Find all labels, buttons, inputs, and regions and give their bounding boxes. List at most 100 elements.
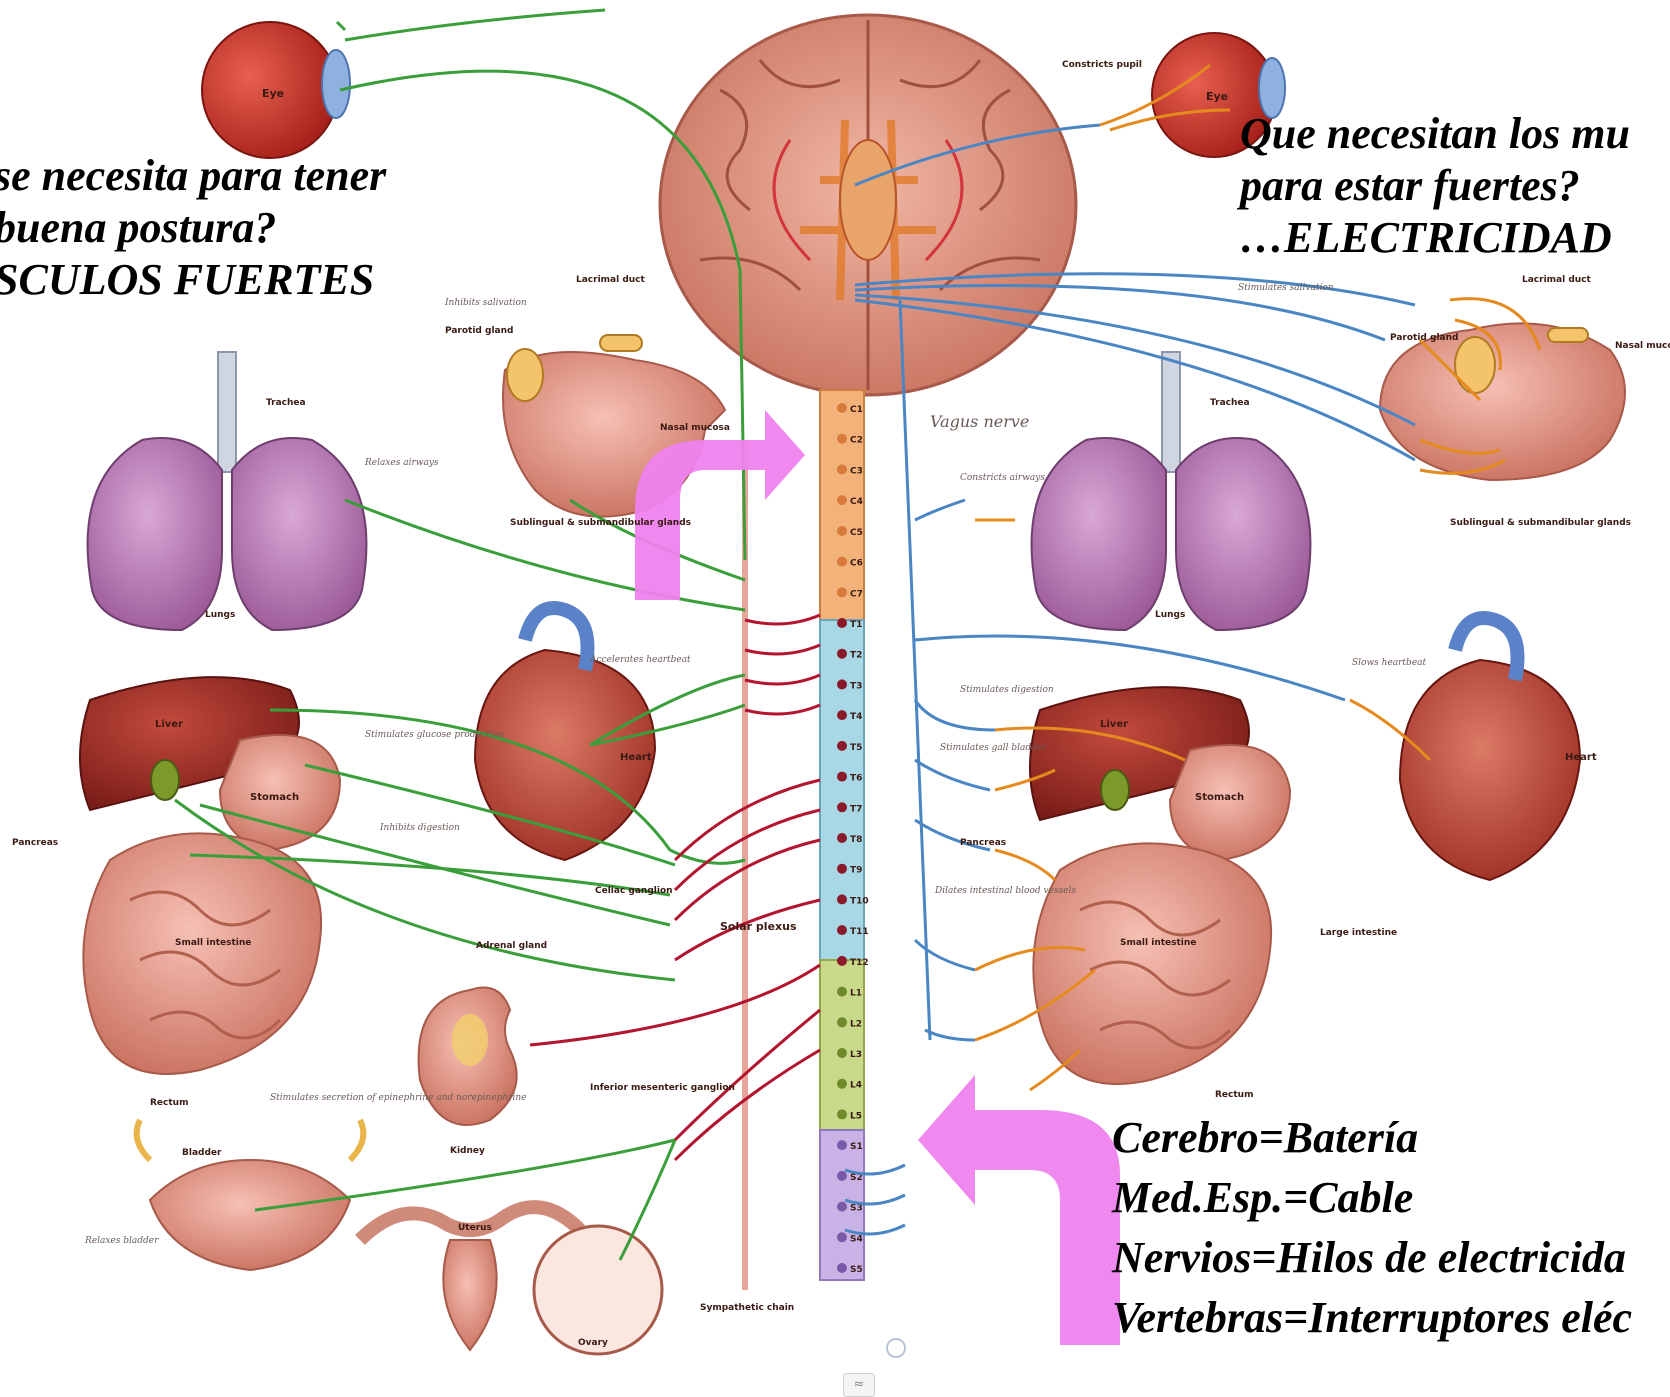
svg-text:Parotid gland: Parotid gland — [1390, 333, 1458, 343]
svg-text:Stomach: Stomach — [250, 792, 299, 803]
vertebra-label: T5 — [850, 743, 862, 753]
svg-text:Constricts airways: Constricts airways — [960, 473, 1045, 483]
vertebra-label: C6 — [850, 559, 863, 569]
vertebra-marker — [837, 1140, 847, 1150]
vertebra-label: L5 — [850, 1111, 862, 1121]
vertebra-marker — [837, 925, 847, 935]
vertebra-label: T3 — [850, 681, 862, 691]
svg-text:Rectum: Rectum — [150, 1098, 188, 1108]
vertebra-label: T10 — [850, 896, 869, 906]
vertebra-label: L1 — [850, 989, 862, 999]
vertebra-marker — [837, 587, 847, 597]
question-muscles-line-1: Que necesitan los mu — [1240, 108, 1630, 160]
svg-text:Lacrimal duct: Lacrimal duct — [576, 275, 646, 285]
vertebra-marker — [837, 1017, 847, 1027]
svg-text:Stimulates gall bladder: Stimulates gall bladder — [940, 743, 1047, 753]
vertebra-label: L4 — [850, 1081, 862, 1091]
svg-text:Lungs: Lungs — [205, 610, 235, 620]
vertebra-marker — [837, 495, 847, 505]
vertebra-label: S4 — [850, 1234, 863, 1244]
svg-text:Pancreas: Pancreas — [12, 838, 58, 848]
svg-text:Relaxes bladder: Relaxes bladder — [84, 1236, 159, 1246]
vertebra-label: C5 — [850, 528, 863, 538]
legend-spinal-cord: Med.Esp.=Cable — [1112, 1168, 1632, 1228]
svg-text:Inhibits digestion: Inhibits digestion — [379, 823, 460, 833]
question-posture-line-3: SCULOS FUERTES — [0, 254, 386, 306]
vertebra-marker — [837, 987, 847, 997]
vertebra-label: T6 — [850, 774, 862, 784]
svg-text:Celiac ganglion: Celiac ganglion — [595, 886, 673, 896]
eye-right-label: Eye — [1206, 90, 1228, 103]
vertebra-label: T4 — [850, 712, 862, 722]
vertebra-label: T12 — [850, 958, 869, 968]
vertebra-marker — [837, 679, 847, 689]
head-profile-right — [1380, 323, 1625, 480]
svg-text:Solar plexus: Solar plexus — [720, 920, 797, 933]
svg-text:Lacrimal duct: Lacrimal duct — [1522, 275, 1592, 285]
svg-text:Uterus: Uterus — [458, 1223, 492, 1233]
vertebra-label: T2 — [850, 651, 862, 661]
vertebra-label: T7 — [850, 804, 862, 814]
svg-text:Trachea: Trachea — [1210, 398, 1250, 408]
svg-text:Heart: Heart — [620, 752, 652, 763]
vertebra-marker — [837, 434, 847, 444]
uterus — [360, 1207, 662, 1354]
svg-text:Liver: Liver — [1100, 719, 1128, 730]
vertebra-marker — [837, 1109, 847, 1119]
lungs-left — [88, 352, 367, 630]
vertebra-marker — [837, 802, 847, 812]
svg-text:Stimulates digestion: Stimulates digestion — [960, 685, 1054, 695]
heart-right — [1400, 618, 1580, 880]
vertebra-marker — [837, 618, 847, 628]
svg-text:Bladder: Bladder — [182, 1148, 222, 1158]
vertebra-marker — [837, 772, 847, 782]
svg-text:Accelerates heartbeat: Accelerates heartbeat — [589, 655, 691, 665]
scroll-up-button[interactable]: ≈ — [843, 1373, 875, 1397]
svg-text:Trachea: Trachea — [266, 398, 306, 408]
svg-text:Liver: Liver — [155, 719, 183, 730]
vertebra-marker — [837, 1232, 847, 1242]
svg-text:Large intestine: Large intestine — [1320, 928, 1397, 938]
vertebra-marker — [837, 526, 847, 536]
arrow-up-left — [918, 1075, 1120, 1345]
eye-left: Eye — [202, 22, 350, 158]
svg-text:Inferior mesenteric ganglion: Inferior mesenteric ganglion — [590, 1083, 735, 1093]
vertebra-label: L3 — [850, 1050, 862, 1060]
vertebra-marker — [837, 1048, 847, 1058]
question-muscles: Que necesitan los mu para estar fuertes?… — [1240, 108, 1630, 264]
svg-text:Small intestine: Small intestine — [175, 938, 251, 948]
svg-text:Sublingual & submandibular gla: Sublingual & submandibular glands — [1450, 518, 1631, 528]
svg-text:Nasal mucosa: Nasal mucosa — [660, 423, 730, 433]
question-posture-line-1: se necesita para tener — [0, 150, 386, 202]
vertebra-label: C2 — [850, 436, 863, 446]
vertebra-label: T11 — [850, 927, 869, 937]
question-posture-line-2: buena postura? — [0, 202, 386, 254]
svg-text:Small intestine: Small intestine — [1120, 938, 1196, 948]
brain — [660, 15, 1076, 395]
bladder — [137, 1120, 364, 1270]
svg-text:Constricts pupil: Constricts pupil — [1062, 60, 1142, 70]
vertebra-marker — [837, 1079, 847, 1089]
vertebra-marker — [837, 710, 847, 720]
zoom-icon[interactable] — [886, 1338, 906, 1358]
svg-text:Sympathetic chain: Sympathetic chain — [700, 1303, 794, 1313]
vertebra-marker — [837, 464, 847, 474]
svg-text:Heart: Heart — [1565, 752, 1597, 763]
vertebra-marker — [837, 557, 847, 567]
vertebra-marker — [837, 956, 847, 966]
vertebra-label: C7 — [850, 589, 863, 599]
svg-text:Rectum: Rectum — [1215, 1090, 1253, 1100]
svg-text:Stimulates secretion of epinep: Stimulates secretion of epinephrine and … — [270, 1093, 527, 1103]
legend-nerves: Nervios=Hilos de electricida — [1112, 1228, 1632, 1288]
vertebra-marker — [837, 403, 847, 413]
question-muscles-line-2: para estar fuertes? — [1240, 160, 1630, 212]
vertebra-label: T9 — [850, 866, 862, 876]
svg-text:Inhibits salivation: Inhibits salivation — [444, 298, 527, 308]
vertebra-label: C4 — [850, 497, 863, 507]
vertebra-marker — [837, 1171, 847, 1181]
vertebra-label: L2 — [850, 1019, 862, 1029]
svg-text:Stimulates salivation: Stimulates salivation — [1238, 283, 1334, 293]
svg-text:Lungs: Lungs — [1155, 610, 1185, 620]
svg-text:Parotid gland: Parotid gland — [445, 326, 513, 336]
